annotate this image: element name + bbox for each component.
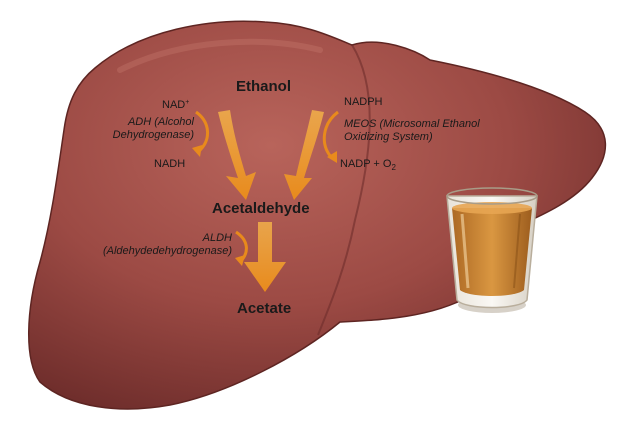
adh-label: ADH (Alcohol Dehydrogenase): [112, 116, 194, 141]
aldh-arrow: [235, 222, 286, 292]
nadph-to-nadp-arrow: [322, 110, 339, 163]
acetate-label: Acetate: [237, 300, 292, 317]
meos-arrow: [284, 110, 324, 200]
shot-glass-icon: [446, 187, 538, 313]
nad-plus-label: NAD+: [162, 99, 190, 111]
acetaldehyde-label: Acetaldehyde: [212, 200, 310, 217]
nadp-label: NADP + O2: [340, 158, 396, 172]
nad-to-nadh-arrow: [192, 110, 209, 157]
nadh-label: NADH: [154, 158, 186, 170]
meos-label: MEOS (Microsomal Ethanol Oxidizing Syste…: [344, 118, 480, 143]
nadph-label: NADPH: [344, 96, 383, 108]
ethanol-label: Ethanol: [236, 78, 291, 95]
adh-arrow: [218, 110, 256, 200]
aldh-label: ALDH (Aldehydedehydrogenase): [102, 232, 232, 257]
